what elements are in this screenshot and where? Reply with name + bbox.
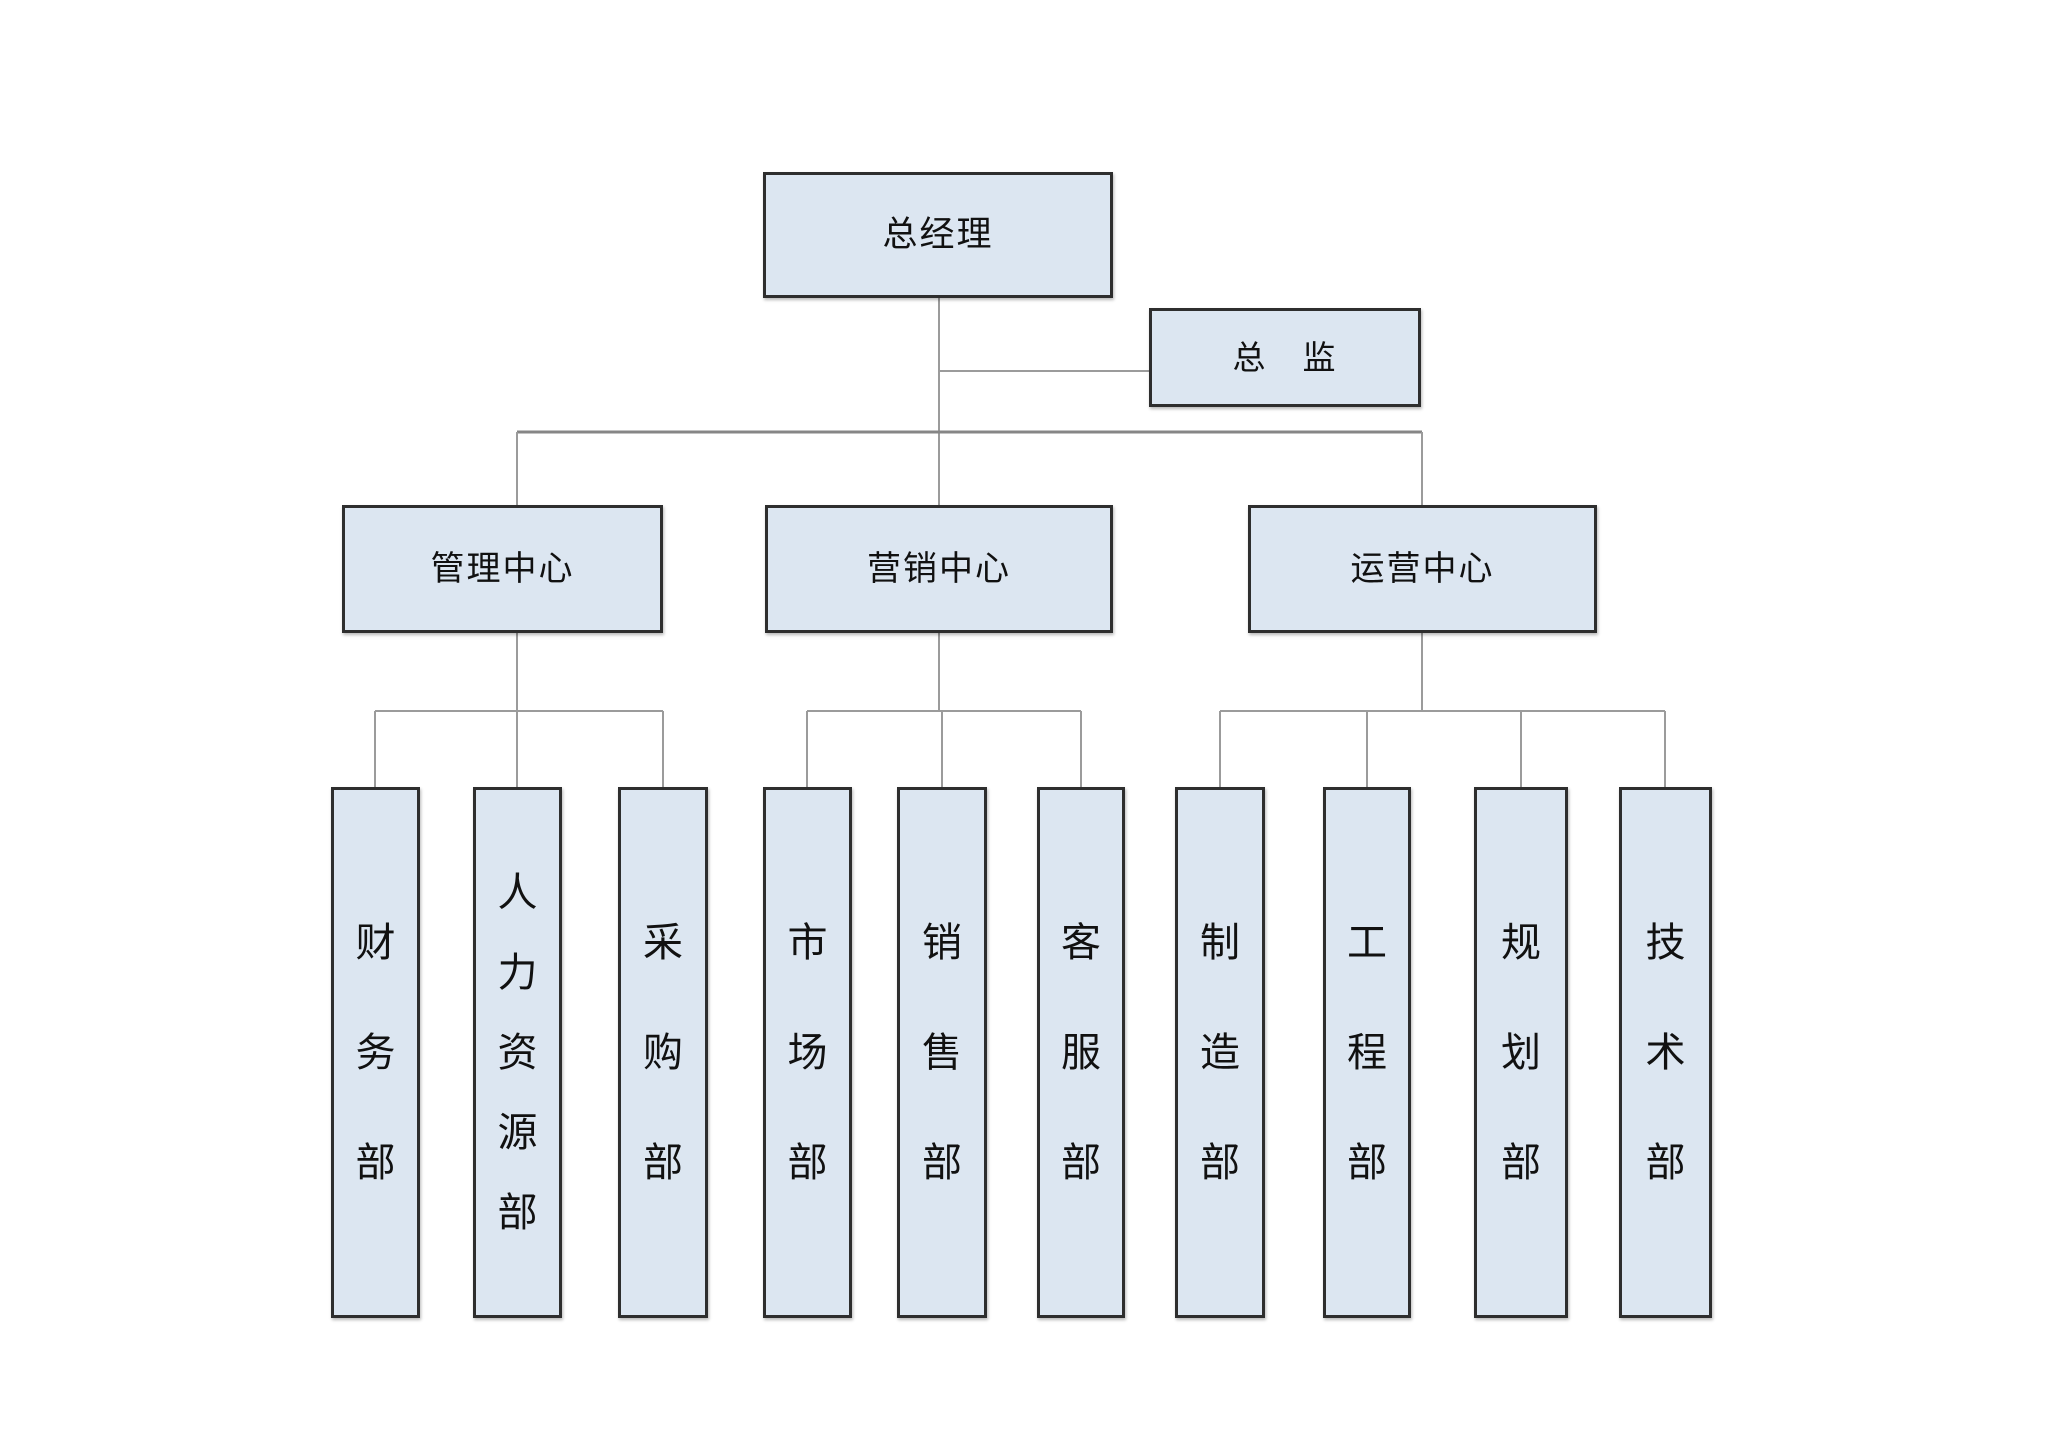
node-management-center: 管理中心 [342,505,663,633]
dept-label-char: 造 [1200,1029,1240,1076]
node-general-manager-label: 总经理 [882,214,994,255]
dept-label-char: 资 [497,1029,538,1076]
dept-label-char: 制 [1200,919,1240,966]
dept-label-char: 术 [1645,1029,1686,1076]
node-marketing-center-label: 营销中心 [867,549,1011,589]
node-manufacturing-dept-label: 制造部 [1200,790,1240,1315]
node-sales-dept: 销售部 [897,787,987,1318]
dept-label-char: 部 [922,1139,962,1186]
node-engineering-dept-label: 工程部 [1347,790,1387,1315]
node-technology-dept-label: 技术部 [1646,790,1686,1315]
dept-label-char: 财 [355,919,396,966]
dept-label-char: 部 [355,1139,396,1186]
node-market-dept-label: 市场部 [788,790,828,1315]
dept-label-char: 市 [787,919,828,966]
node-technology-dept: 技术部 [1619,787,1712,1318]
node-director: 总 监 [1149,308,1421,407]
node-planning-dept-label: 规划部 [1501,790,1541,1315]
node-market-dept: 市场部 [763,787,852,1318]
node-finance-dept-label: 财务部 [356,790,396,1315]
dept-label-char: 场 [787,1029,828,1076]
dept-label-char: 部 [787,1139,828,1186]
dept-label-char: 部 [497,1189,538,1236]
node-management-center-label: 管理中心 [430,549,575,589]
dept-label-char: 购 [643,1029,683,1076]
dept-label-char: 工 [1347,919,1387,966]
dept-label-char: 部 [1347,1139,1387,1186]
node-customer-service-dept-label: 客服部 [1061,790,1101,1315]
node-hr-dept-label: 人力资源部 [498,790,538,1315]
node-sales-dept-label: 销售部 [922,790,962,1315]
dept-label-char: 技 [1645,919,1686,966]
node-general-manager: 总经理 [763,172,1113,298]
node-manufacturing-dept: 制造部 [1175,787,1265,1318]
dept-label-char: 部 [1501,1139,1541,1186]
node-procurement-dept: 采购部 [618,787,708,1318]
dept-label-char: 程 [1347,1029,1387,1076]
node-procurement-dept-label: 采购部 [643,790,683,1315]
node-operations-center-label: 运营中心 [1350,549,1495,589]
node-engineering-dept: 工程部 [1323,787,1411,1318]
node-hr-dept: 人力资源部 [473,787,562,1318]
dept-label-char: 务 [355,1029,396,1076]
dept-label-char: 部 [1200,1139,1240,1186]
dept-label-char: 服 [1061,1029,1101,1076]
dept-label-char: 划 [1501,1029,1541,1076]
dept-label-char: 销 [922,919,962,966]
node-director-label: 总 监 [1232,338,1338,377]
dept-label-char: 部 [643,1139,683,1186]
node-marketing-center: 营销中心 [765,505,1113,633]
dept-label-char: 力 [497,949,538,996]
node-planning-dept: 规划部 [1474,787,1568,1318]
dept-label-char: 部 [1061,1139,1101,1186]
dept-label-char: 部 [1645,1139,1686,1186]
dept-label-char: 源 [497,1109,538,1156]
dept-label-char: 售 [922,1029,962,1076]
dept-label-char: 规 [1501,919,1541,966]
dept-label-char: 人 [497,869,538,916]
node-finance-dept: 财务部 [331,787,420,1318]
dept-label-char: 采 [643,919,683,966]
dept-label-char: 客 [1061,919,1101,966]
node-customer-service-dept: 客服部 [1037,787,1125,1318]
node-operations-center: 运营中心 [1248,505,1597,633]
